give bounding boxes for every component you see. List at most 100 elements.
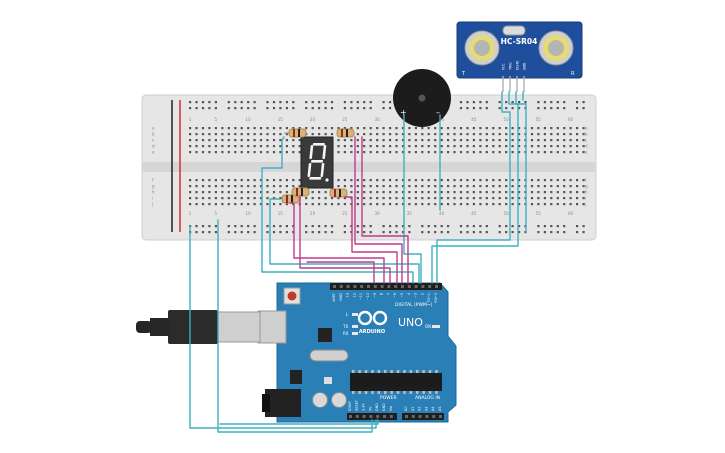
rail-hole[interactable] [498, 101, 501, 104]
terminal-hole[interactable] [363, 197, 366, 200]
terminal-hole[interactable] [447, 127, 450, 130]
terminal-hole[interactable] [259, 139, 263, 142]
rail-hole[interactable] [214, 101, 217, 104]
rail-hole[interactable] [472, 107, 475, 110]
rail-hole[interactable] [389, 225, 392, 228]
terminal-hole[interactable] [247, 179, 250, 182]
terminal-hole[interactable] [208, 179, 211, 182]
rail-hole[interactable] [369, 231, 372, 234]
terminal-hole[interactable] [201, 127, 205, 130]
terminal-hole[interactable] [537, 139, 540, 142]
rail-hole[interactable] [285, 225, 288, 228]
terminal-hole[interactable] [427, 127, 430, 130]
rail-hole[interactable] [253, 225, 256, 228]
terminal-hole[interactable] [369, 203, 372, 206]
terminal-hole[interactable] [427, 145, 430, 148]
terminal-hole[interactable] [266, 133, 269, 136]
terminal-hole[interactable] [298, 139, 301, 142]
rail-hole[interactable] [363, 107, 366, 110]
terminal-hole[interactable] [498, 145, 501, 148]
terminal-hole[interactable] [434, 151, 437, 154]
terminal-hole[interactable] [311, 191, 314, 194]
rail-hole[interactable] [427, 231, 430, 234]
terminal-hole[interactable] [221, 197, 224, 200]
terminal-hole[interactable] [253, 185, 256, 188]
terminal-hole[interactable] [247, 191, 250, 194]
terminal-hole[interactable] [272, 133, 276, 136]
rail-hole[interactable] [537, 101, 540, 104]
terminal-hole[interactable] [363, 179, 366, 182]
power-pin-hole[interactable] [389, 415, 393, 418]
terminal-hole[interactable] [382, 197, 385, 200]
digital-pin-hole[interactable] [346, 285, 350, 288]
terminal-hole[interactable] [440, 139, 443, 142]
terminal-hole[interactable] [453, 127, 456, 130]
analog-pin-hole[interactable] [411, 415, 415, 418]
terminal-hole[interactable] [350, 127, 353, 130]
rail-hole[interactable] [318, 107, 321, 110]
wire-power-return[interactable] [219, 419, 379, 425]
rail-hole[interactable] [382, 231, 385, 234]
terminal-hole[interactable] [363, 203, 366, 206]
rail-hole[interactable] [356, 101, 359, 104]
rail-hole[interactable] [234, 107, 237, 110]
terminal-hole[interactable] [537, 127, 540, 130]
terminal-hole[interactable] [543, 139, 546, 142]
terminal-hole[interactable] [530, 151, 534, 154]
rail-hole[interactable] [369, 107, 372, 110]
terminal-hole[interactable] [279, 145, 282, 148]
rail-hole[interactable] [459, 231, 463, 234]
terminal-hole[interactable] [543, 197, 546, 200]
terminal-hole[interactable] [556, 151, 559, 154]
terminal-hole[interactable] [240, 139, 243, 142]
rail-hole[interactable] [505, 107, 508, 110]
terminal-hole[interactable] [537, 133, 540, 136]
terminal-hole[interactable] [214, 133, 217, 136]
analog-header[interactable] [402, 413, 444, 420]
rail-hole[interactable] [511, 107, 514, 110]
rail-hole[interactable] [421, 231, 424, 234]
rail-hole[interactable] [459, 107, 463, 110]
wire-sensor-vcc[interactable] [436, 91, 511, 284]
terminal-hole[interactable] [247, 185, 250, 188]
rail-hole[interactable] [582, 231, 585, 234]
terminal-hole[interactable] [350, 145, 353, 148]
rail-hole[interactable] [518, 107, 521, 110]
terminal-hole[interactable] [498, 151, 501, 154]
terminal-hole[interactable] [414, 191, 417, 194]
terminal-hole[interactable] [298, 145, 301, 148]
terminal-hole[interactable] [382, 127, 385, 130]
terminal-hole[interactable] [240, 203, 243, 206]
rail-hole[interactable] [524, 101, 527, 104]
terminal-hole[interactable] [472, 145, 475, 148]
rail-hole[interactable] [556, 107, 559, 110]
terminal-hole[interactable] [511, 127, 514, 130]
terminal-hole[interactable] [472, 127, 475, 130]
terminal-hole[interactable] [414, 127, 417, 130]
rail-hole[interactable] [511, 225, 514, 228]
rail-hole[interactable] [195, 225, 198, 228]
terminal-hole[interactable] [234, 133, 237, 136]
terminal-hole[interactable] [395, 203, 398, 206]
terminal-hole[interactable] [356, 145, 359, 148]
terminal-hole[interactable] [201, 197, 205, 200]
terminal-hole[interactable] [318, 197, 321, 200]
terminal-hole[interactable] [563, 185, 566, 188]
rail-hole[interactable] [292, 107, 295, 110]
terminal-hole[interactable] [505, 133, 508, 136]
terminal-hole[interactable] [247, 145, 250, 148]
digital-pin-hole[interactable] [401, 285, 404, 288]
terminal-hole[interactable] [214, 197, 217, 200]
terminal-hole[interactable] [356, 151, 359, 154]
terminal-hole[interactable] [505, 139, 508, 142]
rail-hole[interactable] [434, 225, 437, 228]
terminal-hole[interactable] [401, 197, 405, 200]
terminal-hole[interactable] [201, 139, 205, 142]
terminal-hole[interactable] [498, 203, 501, 206]
rail-hole[interactable] [466, 107, 469, 110]
terminal-hole[interactable] [569, 133, 572, 136]
digital-pin-hole[interactable] [360, 285, 364, 288]
rail-hole[interactable] [343, 101, 346, 104]
terminal-hole[interactable] [285, 145, 288, 148]
